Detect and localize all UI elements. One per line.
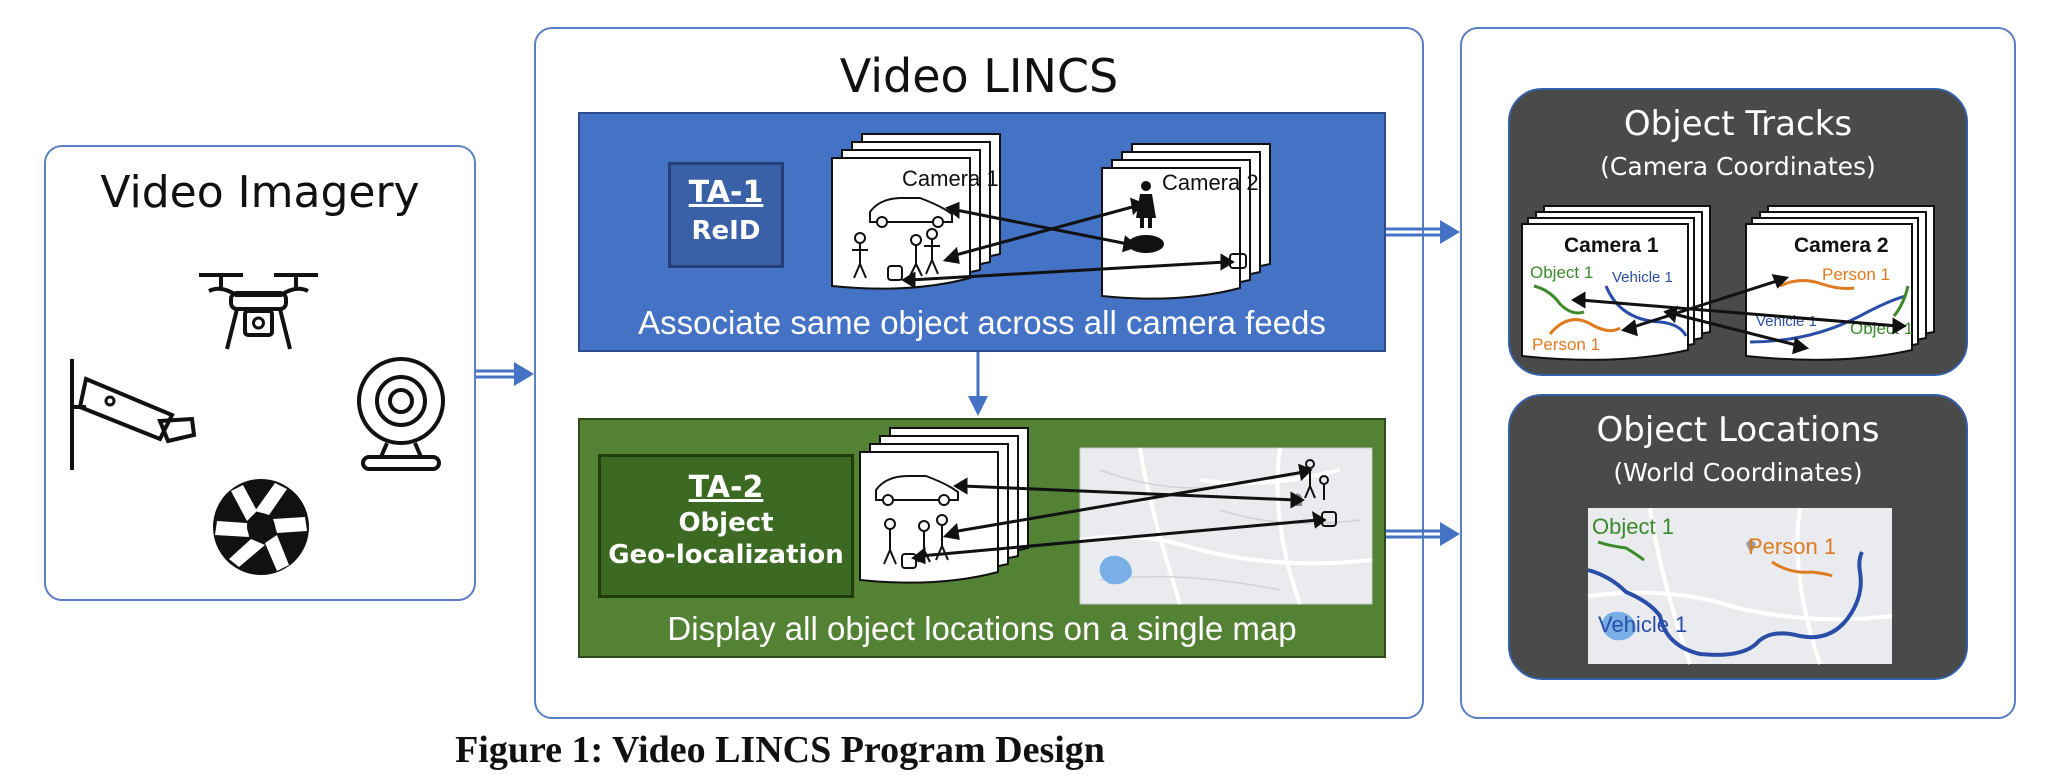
- people-icon: [852, 228, 940, 281]
- ta2-title: TA-2: [688, 470, 764, 505]
- ta1-title: TA-1: [688, 175, 764, 210]
- object-locations-map: Object 1 Person 1 Vehicle 1: [1587, 507, 1893, 665]
- flow-arrow-down: [968, 352, 988, 416]
- locations-object-label: Object 1: [1592, 514, 1674, 539]
- video-imagery-title: Video Imagery: [100, 167, 420, 218]
- tracks-cam2-label: Camera 2: [1794, 234, 1889, 257]
- ta1-camera1-stack: Camera 1: [831, 133, 1001, 290]
- ta2-caption: Display all object locations on a single…: [667, 610, 1297, 647]
- flow-arrow-left: [476, 362, 534, 386]
- tracks-cam2-person: Person 1: [1822, 265, 1890, 284]
- ta2-line2: Geo-localization: [608, 540, 844, 570]
- ta1-camera-feeds: Camera 1 Camera 2: [831, 133, 1271, 300]
- ta1-subtitle: ReID: [691, 216, 761, 246]
- figure-caption: Figure 1: Video LINCS Program Design: [455, 729, 1105, 771]
- tracks-cam1-person: Person 1: [1532, 335, 1600, 354]
- locations-vehicle-label: Vehicle 1: [1598, 612, 1687, 637]
- tracks-cam1-label: Camera 1: [1564, 234, 1659, 257]
- tracks-cam1-object: Object 1: [1530, 263, 1593, 282]
- locations-person-label: Person 1: [1748, 534, 1836, 559]
- drone-icon: [199, 273, 318, 350]
- object-locations-subtitle: (World Coordinates): [1613, 458, 1863, 487]
- ta1-camera2-stack: Camera 2: [1101, 143, 1271, 300]
- object-tracks-diagram: Camera 1 Object 1 Vehicle 1 Person 1 Cam…: [1521, 205, 1935, 361]
- ta2-box: TA-2 Object Geo-localization: [598, 454, 854, 598]
- aperture-icon: [213, 479, 309, 575]
- ta2-map: [1079, 447, 1373, 605]
- object-tracks-subtitle: (Camera Coordinates): [1600, 152, 1876, 181]
- ta2-camera-stack: [859, 427, 1029, 584]
- ta2-line1: Object: [678, 507, 774, 538]
- security-camera-icon: [70, 359, 197, 470]
- video-lincs-title: Video LINCS: [839, 49, 1119, 103]
- ta2-geo-map: [859, 427, 1373, 605]
- object-locations-box: Object Locations (World Coordinates) Obj…: [1508, 394, 1968, 680]
- object-locations-title: Object Locations: [1596, 410, 1880, 450]
- ta1-caption: Associate same object across all camera …: [638, 304, 1326, 341]
- video-imagery-panel: Video Imagery: [44, 145, 476, 601]
- tracks-cam1-vehicle: Vehicle 1: [1612, 269, 1673, 286]
- webcam-icon: [357, 357, 445, 471]
- object-tracks-box: Object Tracks (Camera Coordinates) Camer…: [1508, 88, 1968, 376]
- flow-arrow-locations: [1386, 522, 1460, 546]
- motorcycle-icon: [1128, 235, 1164, 253]
- ta1-camera1-label: Camera 1: [902, 166, 999, 191]
- ta1-camera2-label: Camera 2: [1162, 170, 1259, 195]
- flow-arrow-tracks: [1386, 220, 1460, 244]
- person-icon: [1136, 181, 1156, 228]
- object-tracks-title: Object Tracks: [1623, 104, 1853, 144]
- ta1-band: TA-1 ReID Camera 1: [578, 112, 1386, 352]
- ta2-band: TA-2 Object Geo-localization: [578, 418, 1386, 658]
- ta1-box: TA-1 ReID: [668, 162, 784, 268]
- car-icon: [869, 197, 953, 223]
